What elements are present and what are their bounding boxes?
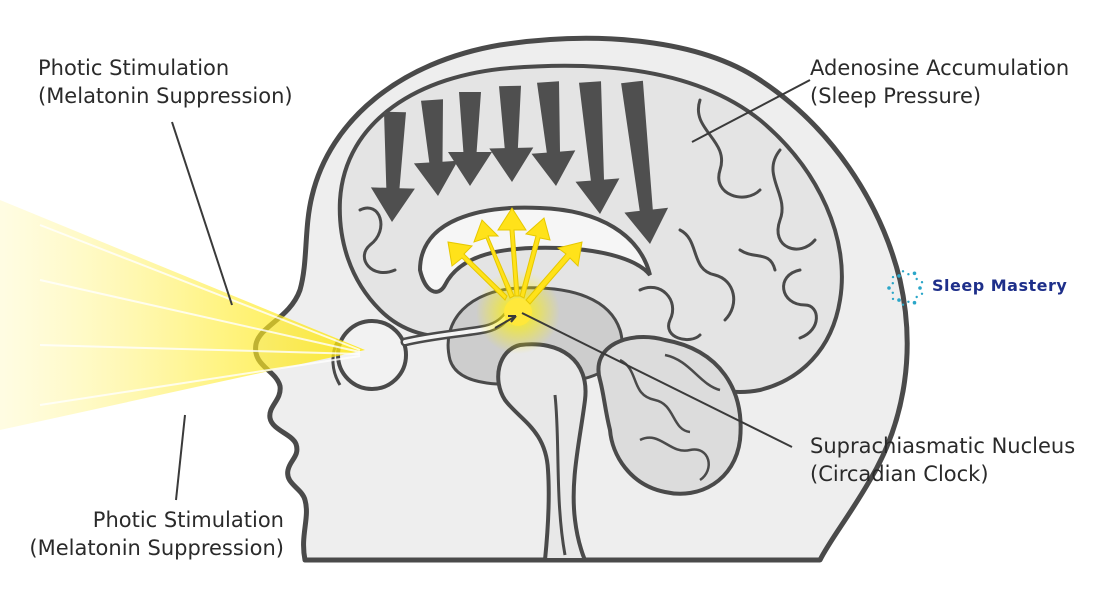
adenosine-arrow-3 xyxy=(448,92,492,186)
logo-dot xyxy=(915,277,918,281)
scn-label: Suprachiasmatic Nucleus (Circadian Clock… xyxy=(810,432,1075,488)
photic-top-line2: (Melatonin Suppression) xyxy=(38,84,293,108)
logo-dot xyxy=(887,286,891,290)
scn-line1: Suprachiasmatic Nucleus xyxy=(810,434,1076,458)
logo-dot xyxy=(897,298,901,302)
logo-dot xyxy=(912,300,917,305)
adenosine-arrow-4 xyxy=(489,85,534,182)
adenosine-arrow-7 xyxy=(621,80,669,244)
dotted-circle-logo-icon xyxy=(887,270,924,306)
adenosine-arrow-1 xyxy=(370,111,415,222)
scn-signal-arrows xyxy=(447,207,583,305)
adenosine-line2: (Sleep Pressure) xyxy=(810,84,982,108)
logo-dot xyxy=(891,291,894,294)
logo-dot xyxy=(891,275,895,279)
adenosine-arrow-2 xyxy=(413,99,458,196)
logo-dot xyxy=(891,282,894,285)
leader-lines xyxy=(171,79,811,501)
cerebellum xyxy=(596,334,743,496)
logo-dot xyxy=(920,281,924,284)
logo-dot xyxy=(901,270,905,273)
brain-gyri xyxy=(358,98,818,341)
logo-dot xyxy=(920,292,924,295)
logo-dot xyxy=(897,274,901,278)
adenosine-arrows xyxy=(370,80,669,244)
logo-dot xyxy=(912,271,917,276)
adenosine-line1: Adenosine Accumulation xyxy=(810,56,1070,80)
logo-dot xyxy=(918,286,922,290)
spinal-line xyxy=(553,394,567,556)
brainstem xyxy=(496,342,589,562)
corpus-callosum xyxy=(417,205,652,294)
scn-pointer xyxy=(494,315,517,329)
brand-logo: Sleep Mastery xyxy=(884,268,1094,308)
photic-stimulation-label-bottom: Photic Stimulation (Melatonin Suppressio… xyxy=(28,506,284,562)
scn-line2: (Circadian Clock) xyxy=(810,462,989,486)
photic-bottom-line2: (Melatonin Suppression) xyxy=(29,536,284,560)
photic-stimulation-label-top: Photic Stimulation (Melatonin Suppressio… xyxy=(38,54,293,110)
logo-dot xyxy=(907,273,910,276)
light-rays xyxy=(39,224,361,406)
adenosine-label: Adenosine Accumulation (Sleep Pressure) xyxy=(810,54,1069,110)
photic-bottom-line1: Photic Stimulation xyxy=(92,508,284,532)
logo-dot xyxy=(907,300,910,303)
adenosine-arrow-5 xyxy=(531,81,576,186)
adenosine-arrow-6 xyxy=(575,81,620,214)
logo-dot xyxy=(915,295,918,299)
logo-dot xyxy=(901,303,905,306)
light-beam xyxy=(0,200,365,430)
photic-top-line1: Photic Stimulation xyxy=(38,56,230,80)
brand-name: Sleep Mastery xyxy=(932,276,1068,295)
logo-dot xyxy=(891,297,895,301)
